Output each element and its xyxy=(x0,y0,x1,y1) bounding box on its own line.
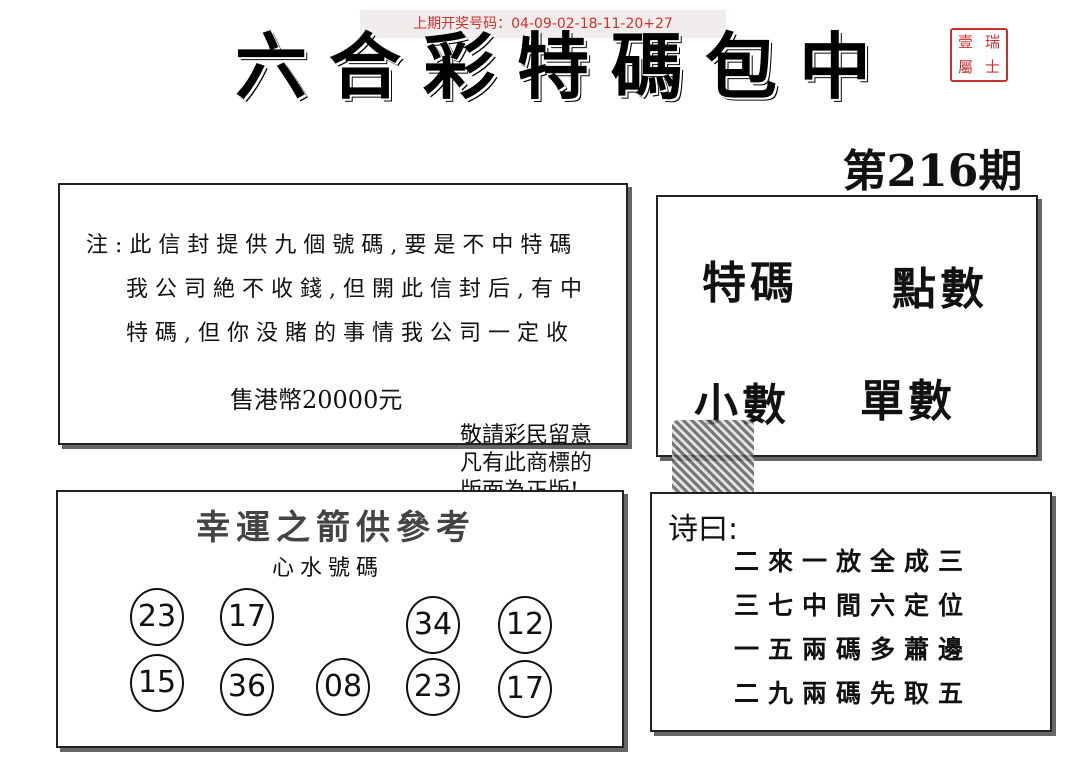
reminder-line: 凡有此商標的 xyxy=(460,451,593,476)
number-ball: 17 xyxy=(220,588,274,646)
seal-char: 士 xyxy=(984,57,1000,76)
number-ball: 23 xyxy=(130,588,184,646)
number-ball: 15 xyxy=(130,654,184,712)
hint-dianshu: 點數 xyxy=(892,264,988,315)
poem-box: 诗曰: 二來一放全成三 三七中間六定位 一五兩碼多蕭邊 二九兩碼先取五 xyxy=(650,492,1052,732)
hint-tema: 特碼 xyxy=(702,258,798,309)
seal-char: 屬 xyxy=(957,57,973,76)
seal-char: 壹 xyxy=(957,32,973,51)
seal-stamp: 壹 瑞 屬 士 xyxy=(950,28,1008,82)
issue-number: 第216期 xyxy=(842,146,1023,197)
number-ball: 36 xyxy=(220,658,274,716)
page-title: 六合彩特碼包中 xyxy=(235,24,894,109)
reminder-line: 敬請彩民留意 xyxy=(460,423,593,448)
trademark-image xyxy=(672,420,754,496)
number-ball: 08 xyxy=(316,658,370,716)
poem-label: 诗曰: xyxy=(668,512,739,547)
notice-line: 注:此信封提供九個號碼,要是不中特碼 xyxy=(86,233,579,258)
poem-line: 一五兩碼多蕭邊 xyxy=(734,635,973,664)
number-ball: 12 xyxy=(498,596,552,654)
number-ball: 34 xyxy=(406,596,460,654)
number-ball: 17 xyxy=(498,660,552,718)
poem-line: 二來一放全成三 xyxy=(734,547,973,576)
poem-line: 三七中間六定位 xyxy=(734,591,973,620)
lucky-subtitle: 心水號碼 xyxy=(272,556,385,581)
hint-box: 特碼 點數 小數 單數 xyxy=(656,195,1038,457)
lucky-title: 幸運之箭供參考 xyxy=(196,508,476,548)
notice-line: 我公司絶不收錢,但開此信封后,有中 xyxy=(126,277,589,302)
number-ball: 23 xyxy=(406,658,460,716)
last-draw-banner: 上期开奖号码：04-09-02-18-11-20+27 xyxy=(360,10,726,38)
seal-char: 瑞 xyxy=(984,32,1000,51)
notice-box: 注:此信封提供九個號碼,要是不中特碼 我公司絶不收錢,但開此信封后,有中 特碼,… xyxy=(58,183,628,445)
hint-danshu: 單數 xyxy=(860,376,956,427)
price-text: 售港幣20000元 xyxy=(230,386,403,414)
poem-line: 二九兩碼先取五 xyxy=(734,679,973,708)
lucky-numbers-box: 幸運之箭供參考 心水號碼 23 17 34 12 15 36 08 23 17 xyxy=(56,490,624,748)
notice-line: 特碼,但你没賭的事情我公司一定收 xyxy=(126,321,575,346)
